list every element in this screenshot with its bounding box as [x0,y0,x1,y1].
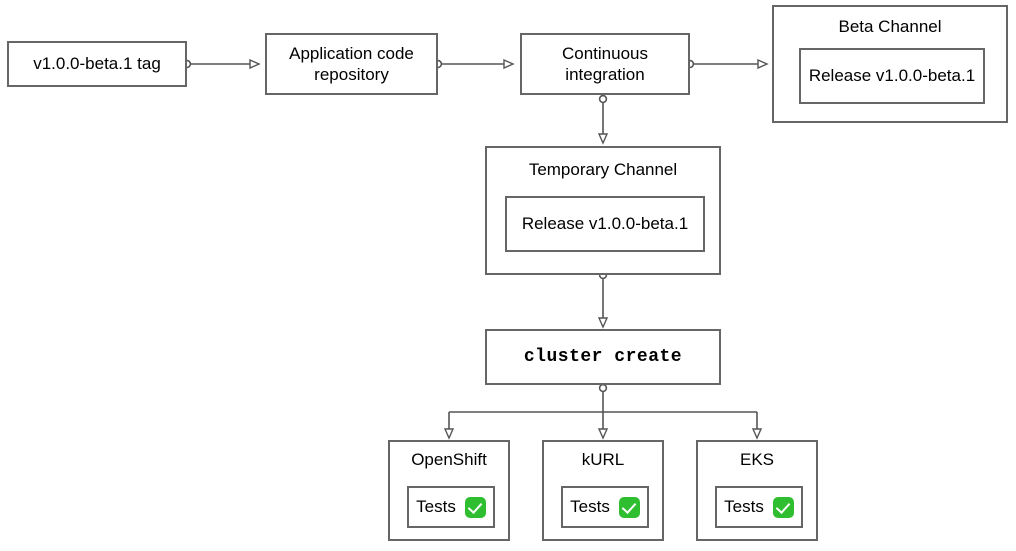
node-tag[interactable]: v1.0.0-beta.1 tag [7,41,187,87]
check-success-icon [618,496,640,518]
group-beta-channel[interactable]: Beta Channel Release v1.0.0-beta.1 [772,5,1008,123]
leaf-openshift-tests[interactable]: Tests [407,486,495,528]
leaf-eks[interactable]: EKS Tests [696,440,818,541]
group-beta-channel-title: Beta Channel [838,17,942,36]
node-continuous-integration[interactable]: Continuous integration [520,33,690,95]
leaf-eks-tests[interactable]: Tests [715,486,803,528]
leaf-kurl-tests[interactable]: Tests [561,486,649,528]
leaf-kurl-title: kURL [581,450,625,469]
edge-cluster-create-to-targets [449,383,757,437]
leaf-kurl[interactable]: kURL Tests [542,440,664,541]
check-success-icon [772,496,794,518]
leaf-eks-tests-label: Tests [724,497,764,516]
node-repo-label: Application code repository [289,43,414,84]
temporary-channel-release-label: Release v1.0.0-beta.1 [521,214,689,233]
edge-repo-to-ci [433,61,512,68]
node-ci-label: Continuous integration [561,43,648,84]
group-temporary-channel[interactable]: Temporary Channel Release v1.0.0-beta.1 [485,146,721,275]
edge-ci-to-beta-channel [685,61,766,68]
node-cluster-create-label: cluster create [523,346,683,367]
edge-tag-to-repo [182,61,258,68]
leaf-eks-title: EKS [739,450,775,469]
node-cluster-create[interactable]: cluster create [485,329,721,385]
group-temporary-channel-title: Temporary Channel [528,160,678,179]
check-success-icon [464,496,486,518]
leaf-openshift-title: OpenShift [411,450,487,469]
temporary-channel-release[interactable]: Release v1.0.0-beta.1 [505,196,705,252]
leaf-openshift[interactable]: OpenShift Tests [388,440,510,541]
leaf-openshift-tests-label: Tests [416,497,456,516]
edge-temporary-channel-to-cluster-create [600,270,607,326]
leaf-kurl-tests-label: Tests [570,497,610,516]
beta-channel-release-label: Release v1.0.0-beta.1 [808,66,976,85]
node-tag-label: v1.0.0-beta.1 tag [33,54,161,74]
beta-channel-release[interactable]: Release v1.0.0-beta.1 [799,48,985,104]
node-application-code-repository[interactable]: Application code repository [265,33,438,95]
edge-ci-to-temporary-channel [600,94,607,142]
